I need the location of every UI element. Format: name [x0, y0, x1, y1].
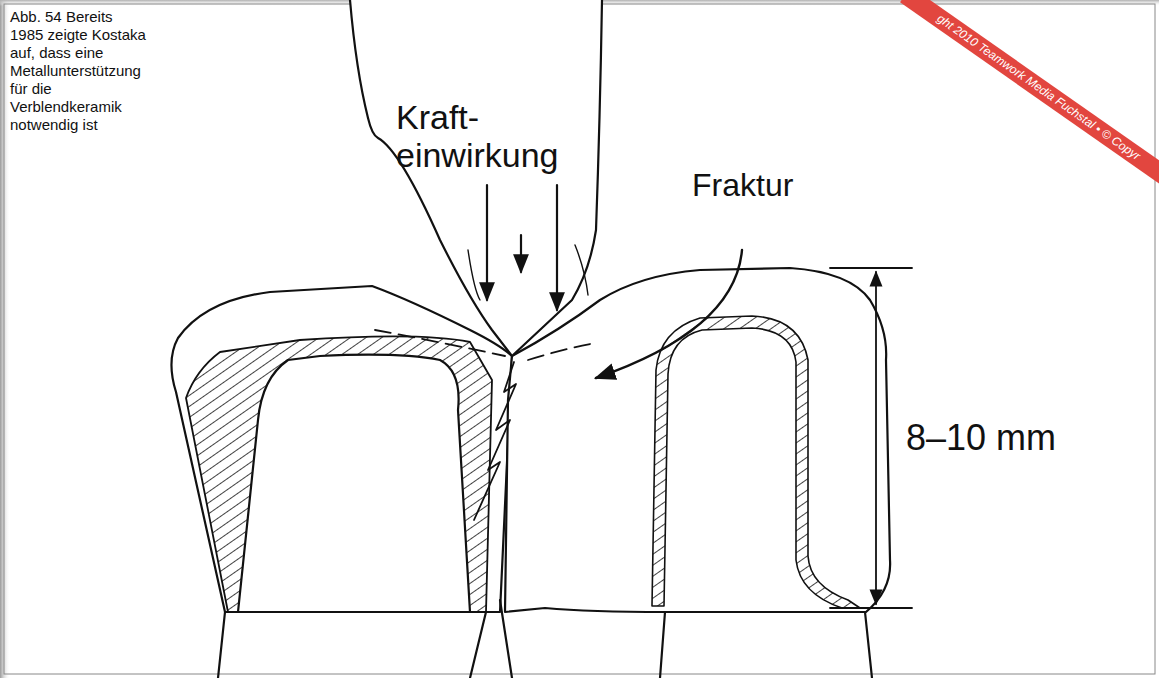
watermark: ght 2010 Teamwork Media Fuchstal • © Cop… — [899, 0, 1159, 189]
force-arrow — [556, 185, 558, 310]
dimension-line — [830, 267, 912, 269]
lower-tooth-line — [470, 612, 486, 678]
root-line — [660, 612, 665, 678]
dimension-label: 8–10 mm — [906, 418, 1056, 458]
right-crown — [505, 268, 890, 612]
dashed-contour — [375, 330, 505, 356]
root-line — [218, 612, 225, 678]
antagonist-tooth — [350, 0, 602, 356]
left-abutment — [238, 355, 470, 612]
force-arrow — [486, 185, 488, 300]
fracture-label: Fraktur — [692, 168, 793, 204]
figure-caption: Abb. 54 Bereits 1985 zeigte Kostaka auf,… — [10, 8, 150, 134]
label-patch — [900, 418, 904, 458]
force-label: Kraft- einwirkung — [396, 98, 559, 174]
dimension-line — [830, 607, 912, 609]
tooth-contour — [468, 250, 480, 300]
left-crown — [171, 286, 512, 612]
force-arrow — [520, 235, 522, 272]
dimension-arrow — [875, 272, 877, 604]
left-metal-coping — [186, 336, 492, 612]
right-metal-coping — [652, 316, 860, 608]
fracture-line — [474, 362, 516, 520]
frame-shade — [0, 0, 10, 678]
fracture-pointer — [596, 250, 742, 378]
dashed-contour — [528, 344, 590, 360]
tooth-contour — [575, 245, 588, 295]
root-line — [865, 612, 872, 678]
